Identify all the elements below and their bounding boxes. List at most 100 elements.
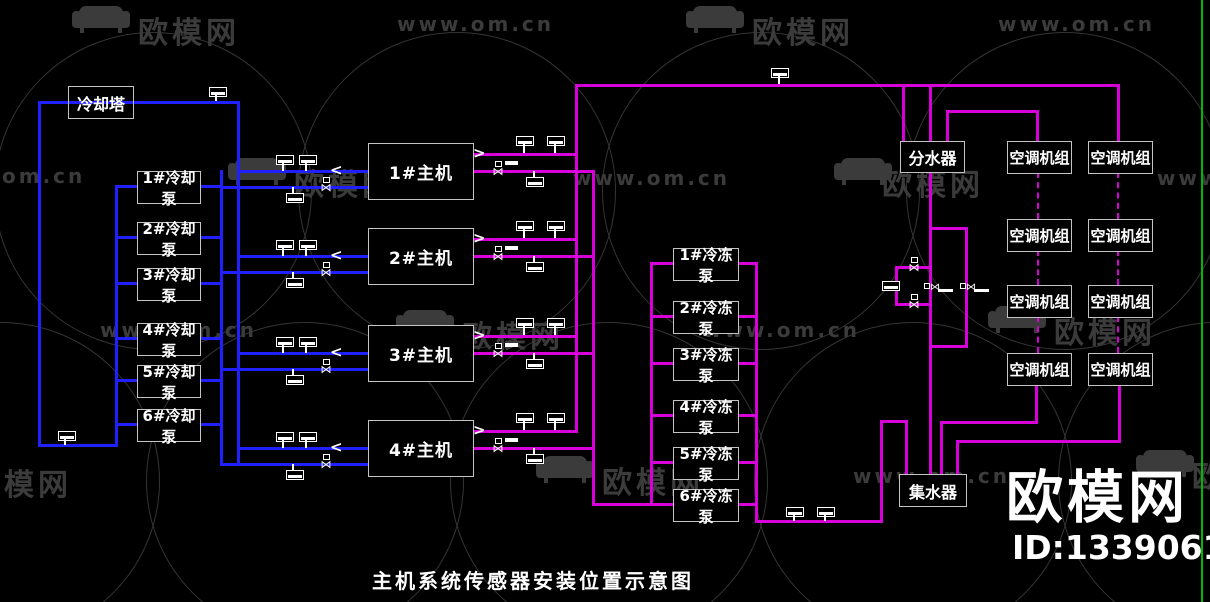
sensor-stem bbox=[282, 248, 284, 256]
pipe-cond bbox=[199, 185, 223, 188]
sensor-stem bbox=[533, 448, 535, 455]
pipe-cond bbox=[220, 463, 368, 466]
sensor-stem bbox=[282, 163, 284, 171]
watermark-circle bbox=[906, 32, 1210, 350]
pipe-chw-return bbox=[940, 421, 943, 474]
pipe-chw bbox=[755, 520, 883, 523]
watermark-model-id: ID:1339061 bbox=[1012, 528, 1210, 567]
pipe-chw bbox=[650, 362, 673, 365]
temp-sensor-icon bbox=[547, 221, 565, 231]
pipe-chw-return bbox=[956, 440, 1121, 443]
pressure-sensor-icon bbox=[882, 281, 900, 291]
pipe-cond bbox=[38, 101, 238, 104]
temp-sensor-icon bbox=[526, 262, 544, 272]
sofa-logo-icon bbox=[536, 456, 594, 486]
temp-sensor-icon bbox=[786, 507, 804, 517]
sensor-stem bbox=[282, 345, 284, 353]
sensor-stem bbox=[215, 95, 217, 101]
temp-sensor-icon bbox=[286, 278, 304, 288]
cooling-tower-label: 冷却塔 bbox=[76, 94, 125, 114]
pipe-cond bbox=[237, 352, 368, 355]
pipe-cond bbox=[115, 186, 118, 447]
valve-tag bbox=[505, 343, 518, 347]
ahu-box: 空调机组 bbox=[1007, 285, 1072, 318]
pipe-chw-dashed bbox=[1117, 172, 1119, 219]
temp-sensor-icon bbox=[516, 136, 534, 146]
pipe-chw-bypass bbox=[965, 227, 968, 347]
chilled-pump-1-box: 1#冷冻泵 bbox=[673, 246, 739, 285]
pipe-cond bbox=[115, 282, 137, 285]
cooling-pump-3-box: 3#冷却泵 bbox=[137, 266, 201, 305]
pipe-cond bbox=[220, 271, 368, 274]
pipe-chw-bypass bbox=[895, 266, 932, 269]
pipe-cond bbox=[38, 101, 41, 447]
temp-sensor-icon bbox=[516, 413, 534, 423]
ahu-box: 空调机组 bbox=[1007, 141, 1072, 174]
sensor-stem bbox=[533, 171, 535, 178]
valve-tag bbox=[505, 161, 518, 165]
pipe-chw-return bbox=[940, 421, 1038, 424]
watermark-brand: 欧模网 bbox=[1054, 316, 1156, 351]
valve-tag bbox=[505, 246, 518, 250]
motor-valve-icon: ⋈ bbox=[960, 281, 990, 294]
pipe-chw bbox=[737, 262, 758, 265]
valve-icon: ⋈ bbox=[908, 257, 920, 273]
pipe-chw bbox=[472, 238, 577, 241]
sensor-stem bbox=[554, 229, 556, 238]
watermark-brand-large: 欧模网 bbox=[1006, 465, 1189, 531]
pipe-chw bbox=[737, 315, 758, 318]
watermark-brand: 欧模网 bbox=[138, 16, 240, 51]
valve-tag bbox=[505, 438, 518, 442]
pipe-chw bbox=[1036, 110, 1039, 141]
temp-sensor-icon bbox=[547, 318, 565, 328]
sensor-stem bbox=[305, 345, 307, 353]
pipe-cond bbox=[237, 447, 368, 450]
pipe-chw bbox=[902, 84, 905, 141]
pipe-chw-dashed bbox=[1037, 172, 1039, 219]
sensor-stem bbox=[523, 144, 525, 153]
chiller-1-box: 1#主机 bbox=[368, 143, 474, 200]
chilled-pump-2-box: 2#冷冻泵 bbox=[673, 299, 739, 338]
sofa-logo-icon bbox=[72, 6, 130, 36]
watermark-url: www.om.cn bbox=[397, 12, 555, 36]
chilled-pump-5-box: 5#冷冻泵 bbox=[673, 445, 739, 484]
valve-icon: ⋈ bbox=[492, 438, 504, 454]
sofa-logo-icon bbox=[686, 6, 744, 36]
sensor-stem bbox=[64, 439, 66, 445]
sensor-stem bbox=[523, 421, 525, 430]
pipe-chw-return-trunk bbox=[592, 170, 595, 506]
sensor-stem bbox=[292, 272, 294, 279]
pipe-chw-return bbox=[956, 440, 959, 474]
green-border-line bbox=[1201, 0, 1203, 602]
temp-sensor-icon bbox=[526, 454, 544, 464]
flow-arrow-right: > bbox=[473, 229, 486, 247]
temp-sensor-icon bbox=[771, 68, 789, 78]
watermark-url: om.cn bbox=[2, 164, 86, 188]
sofa-logo-icon bbox=[834, 158, 892, 188]
cooling-pump-2-box: 2#冷却泵 bbox=[137, 220, 201, 259]
sensor-stem bbox=[305, 440, 307, 448]
ahu-box: 空调机组 bbox=[1088, 285, 1153, 318]
sensor-stem bbox=[292, 464, 294, 471]
pipe-chw bbox=[929, 84, 932, 141]
chilled-pump-3-box: 3#冷冻泵 bbox=[673, 346, 739, 385]
sensor-stem bbox=[778, 76, 780, 84]
pipe-chw bbox=[737, 503, 758, 506]
pipe-chw bbox=[737, 461, 758, 464]
distributor-box: 分水器 bbox=[900, 141, 965, 173]
pipe-chw bbox=[880, 420, 908, 423]
pipe-chw-dashed bbox=[1037, 316, 1039, 353]
cooling-pump-6-box: 6#冷却泵 bbox=[137, 407, 201, 446]
sensor-stem bbox=[292, 187, 294, 194]
pipe-chw bbox=[946, 110, 1039, 113]
sensor-stem bbox=[523, 229, 525, 238]
pipe-cond bbox=[237, 170, 368, 173]
watermark-url: www.om.cn bbox=[573, 166, 731, 190]
temp-sensor-icon bbox=[286, 375, 304, 385]
pipe-chw bbox=[1117, 84, 1120, 141]
temp-sensor-icon bbox=[276, 432, 294, 442]
pipe-cond bbox=[237, 101, 240, 464]
temp-sensor-icon bbox=[209, 87, 227, 97]
sensor-stem bbox=[824, 515, 826, 521]
pipe-chw-dashed bbox=[1117, 316, 1119, 353]
